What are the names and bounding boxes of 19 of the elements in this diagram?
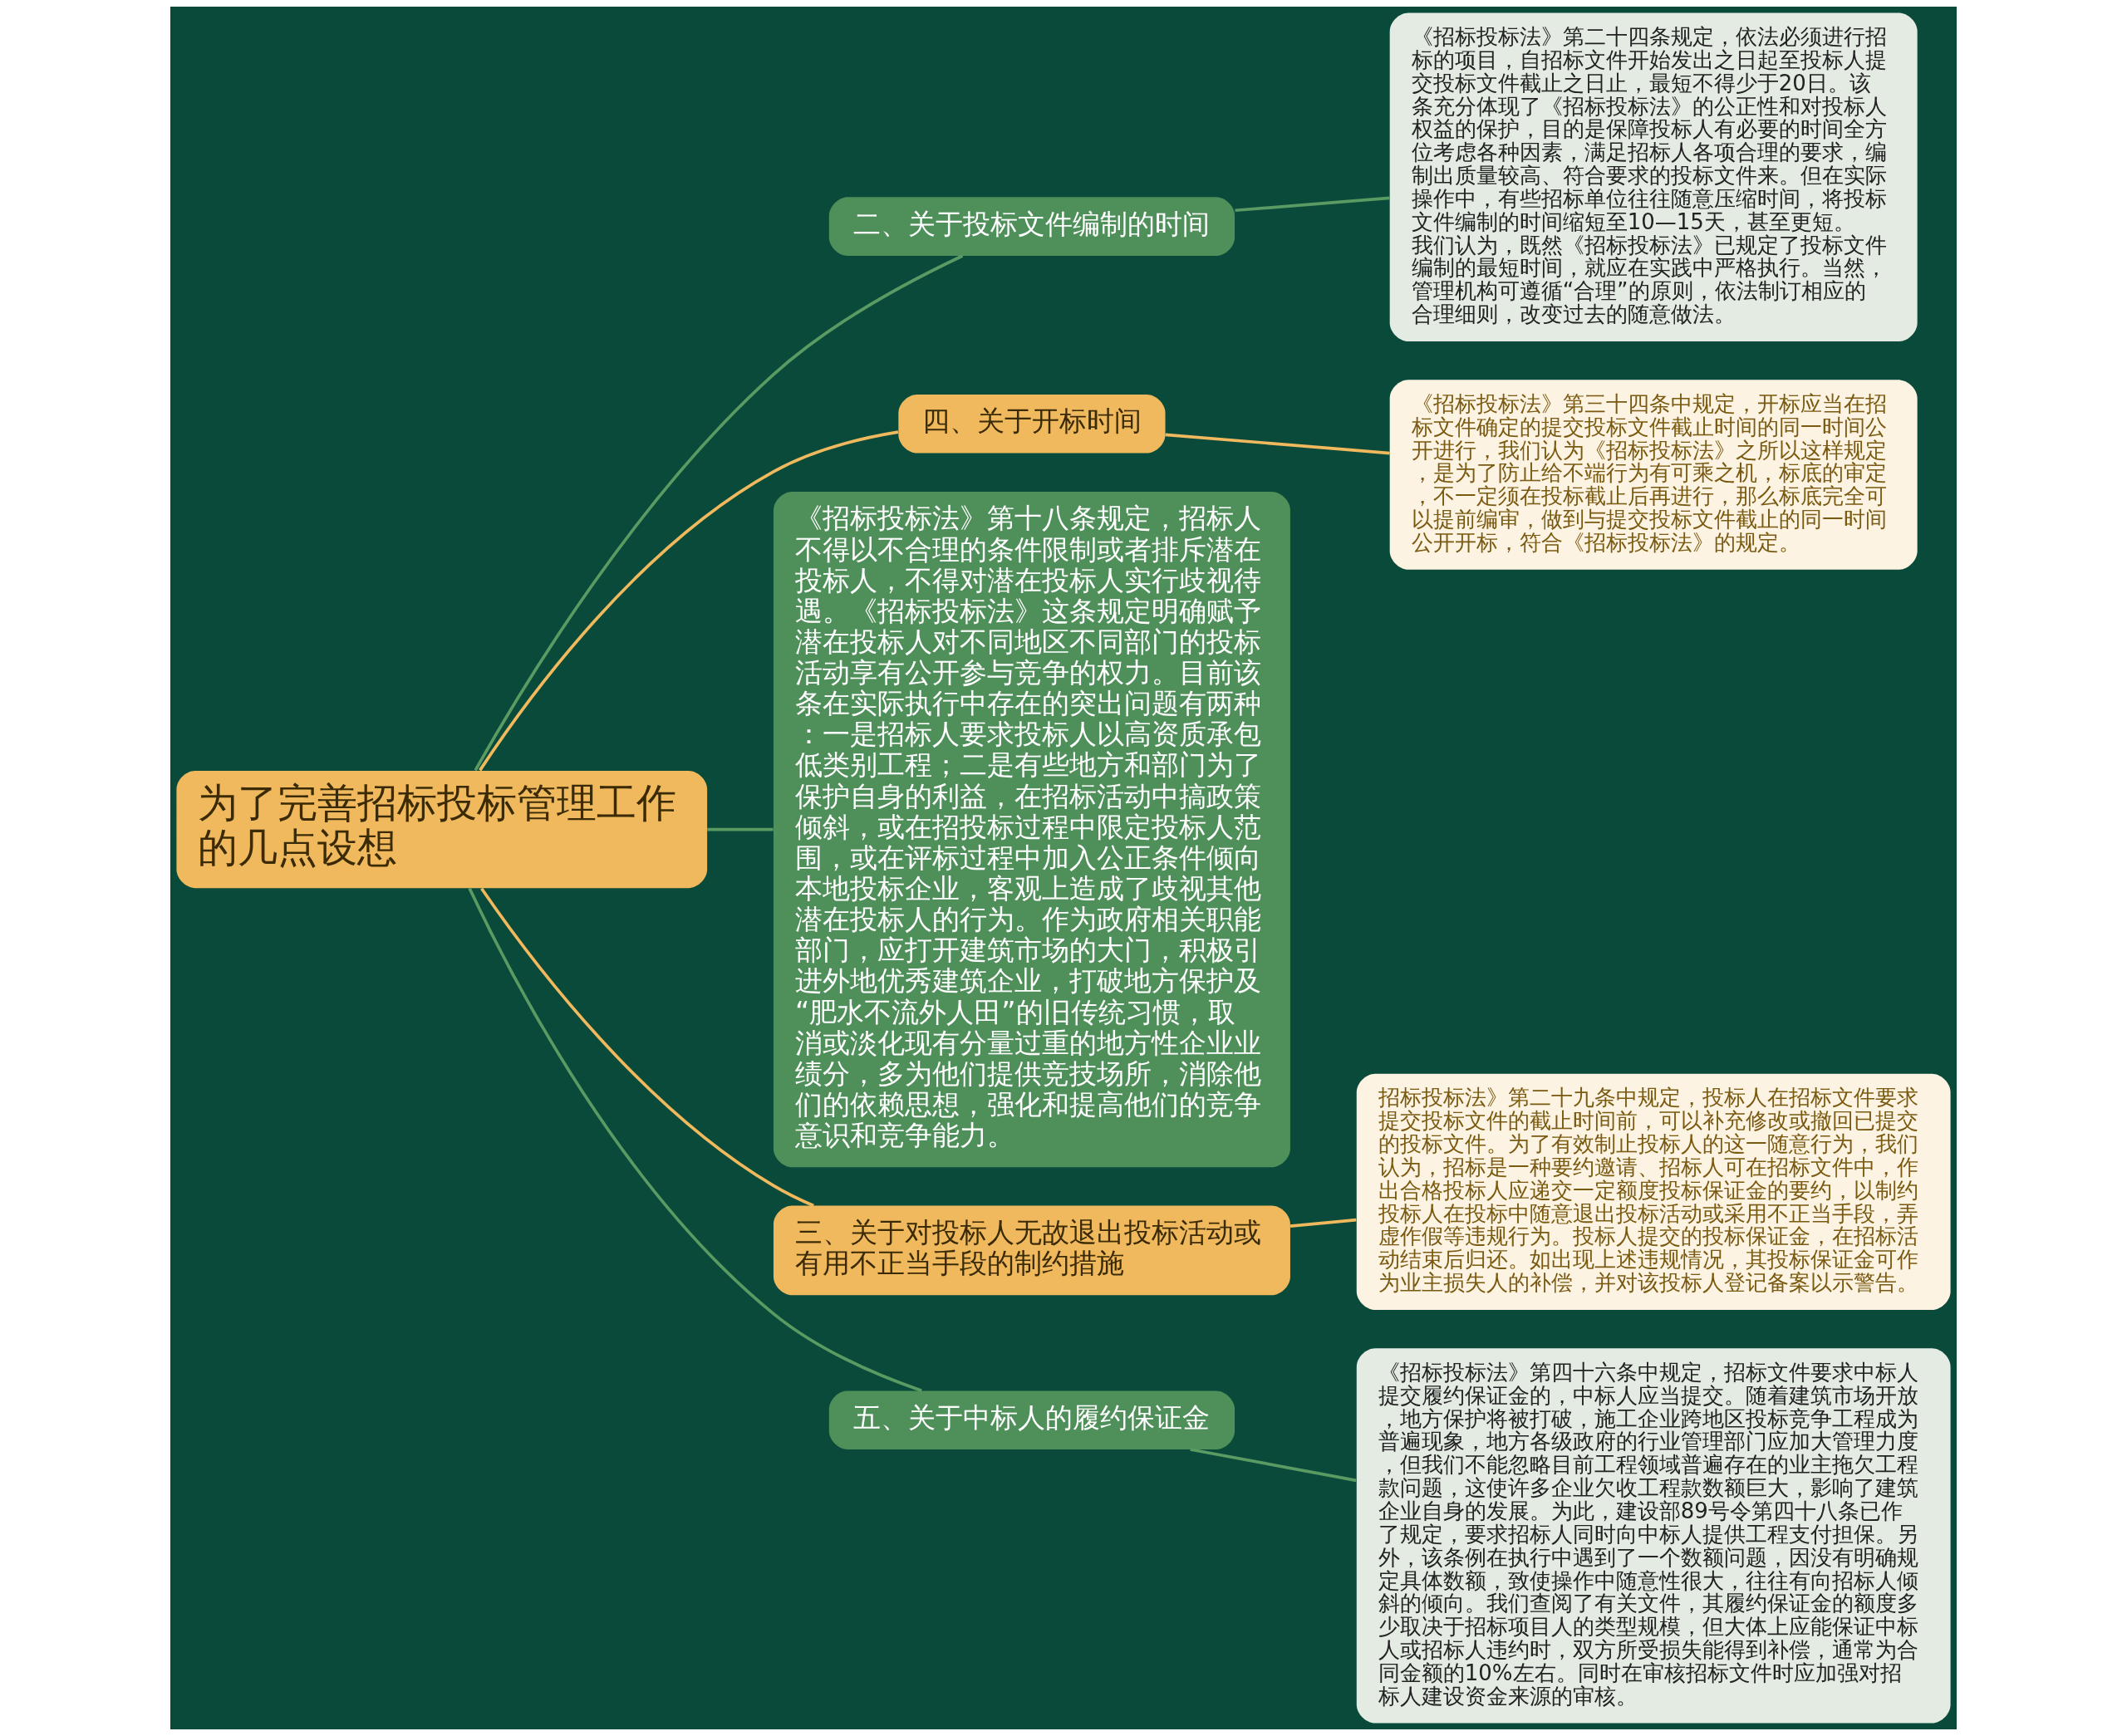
- node-box: 《招标投标法》第四十六条中规定，招标文件要求中标人提交履约保证金的，中标人应当提交。随着建筑市场开放，地方保护将被打破，施工企业跨地区投标竞争工程成为普遍现象，地方各级政府的行业管理部门应加大管理力度，但我们不能忽略目前工程领域普遍存在的业主拖欠工程款问题，这使许多企业欠收工程款数额巨大，影响了建筑企业自身的发展。为此，建设部89号令第四十八条已作了规定，要求招标人同时向中标人提供工程支付担保。另外，该条例在执行中遇到了一个数额问题，因没有明确规定具体数额，致使操作中随意性很大，往往有向招标人倾斜的倾向。我们查阅了有关文件，其履约保证金的额度多少取决于招标项目人的类型规模，但大体上应能保证中标人或招标人违约时，双方所受损失能得到补偿，通常为合同金额的10%左右。同时在审核招标文件时应加强对招标人建设资金来源的审核。: [1356, 1348, 1951, 1724]
- connector: [707, 827, 774, 831]
- connector: [480, 887, 814, 1208]
- node-box: 《招标投标法》第二十四条规定，依法必须进行招标的项目，自招标文件开始发出之日起至投标人提交投标文件截止之日止，最短不得少于20日。该条充分体现了《招标投标法》的公正性和对投标人权益的保护，目的是保障投标人有必要的时间全方位考虑各种因素，满足招标人各项合理的要求，编制出质量较高、符合要求的投标文件来。但在实际操作中，有些招标单位往往随意压缩时间，将投标文件编制的时间缩短至10—15天，甚至更短。我们认为，既然《招标投标法》已规定了投标文件编制的最短时间，就应在实践中严格执行。当然，管理机构可遵循“合理”的原则，依法制订相应的合理细则，改变过去的随意做法。: [1389, 12, 1918, 341]
- node-box: 为了完善招标投标管理工作的几点设想: [176, 771, 708, 889]
- node-box: 《招标投标法》第三十四条中规定，开标应当在招标文件确定的提交投标文件截止时间的同一时间公开进行，我们认为《招标投标法》之所以这样规定，是为了防止给不端行为有可乘之机，标底的审定，不一定须在投标截止后再进行，那么标底完全可以提前编审，做到与提交投标文件截止的同一时间公开开标，符合《招标投标法》的规定。: [1389, 380, 1918, 570]
- connector: [1235, 196, 1390, 213]
- connector: [1165, 433, 1390, 455]
- connector: [474, 254, 964, 772]
- node-box: 二、关于投标文件编制的时间: [828, 197, 1235, 256]
- connector: [468, 887, 922, 1392]
- node-box: 《招标投标法》第十八条规定，招标人不得以不合理的条件限制或者排斥潜在投标人，不得对潜在投标人实行歧视待遇。《招标投标法》这条规定明确赋予潜在投标人对不同地区不同部门的投标活动享有公开参与竞争的权力。目前该条在实际执行中存在的突出问题有两种：一是招标人要求投标人以高资质承包低类别工程；二是有些地方和部门为了保护自身的利益，在招标活动中搞政策倾斜，或在招投标过程中限定投标人范围，或在评标过程中加入公正条件倾向本地投标企业，客观上造成了歧视其他潜在投标人的行为。作为政府相关职能部门，应打开建筑市场的大门，积极引进外地优秀建筑企业，打破地方保护及“肥水不流外人田”的旧传统习惯，取消或淡化现有分量过重的地方性企业业绩分，多为他们提供竞技场所，消除他们的依赖思想，强化和提高他们的竞争意识和竞争能力。: [773, 492, 1290, 1168]
- node-box: 四、关于开标时间: [898, 395, 1166, 454]
- node-box: 五、关于中标人的履约保证金: [828, 1390, 1235, 1449]
- node-box: 三、关于对投标人无故退出投标活动或有用不正当手段的制约措施: [773, 1205, 1290, 1296]
- connector: [1190, 1448, 1357, 1483]
- connector: [479, 430, 899, 772]
- connector: [1289, 1218, 1357, 1228]
- node-box: 招标投标法》第二十九条中规定，投标人在招标文件要求提交投标文件的截止时间前，可以补充修改或撤回已提交的投标文件。为了有效制止投标人的这一随意行为，我们认为，招标是一种要约邀请、招标人可在招标文件中，作出合格投标人应递交一定额度投标保证金的要约，以制约投标人在投标中随意退出投标活动或采用不正当手段，弄虚作假等违规行为。投标人提交的投标保证金，在招标活动结束后归还。如出现上述违规情况，其投标保证金可作为业主损失人的补偿，并对该投标人登记备案以示警告。: [1356, 1073, 1951, 1310]
